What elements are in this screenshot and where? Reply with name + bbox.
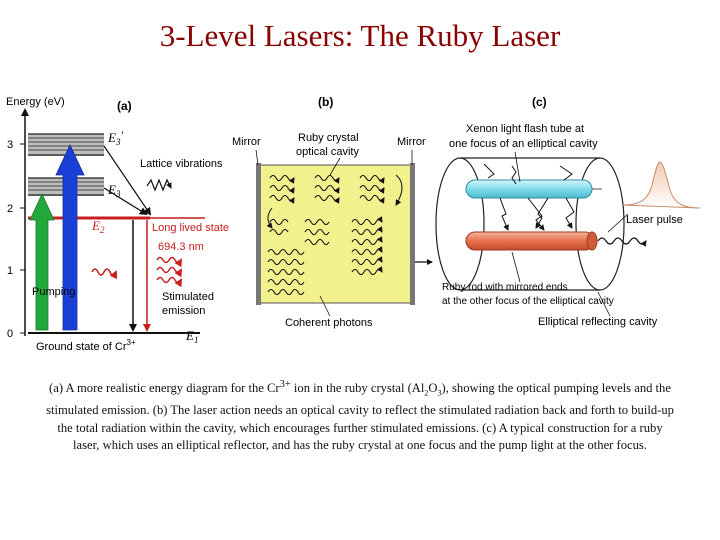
stimulated-label: Stimulated bbox=[162, 291, 214, 303]
lattice-wavy-line bbox=[146, 178, 172, 192]
figure-caption: (a) A more realistic energy diagram for … bbox=[46, 379, 674, 453]
xenon-tube-label-2: one focus of an elliptical cavity bbox=[449, 138, 598, 150]
relax-arrow-2 bbox=[103, 187, 148, 216]
pumping-label: Pumping bbox=[32, 286, 75, 298]
e3-label: E3 bbox=[107, 182, 121, 199]
ground-state-label: Ground state of Cr3+ bbox=[36, 338, 136, 353]
laser-output-wave bbox=[597, 237, 647, 247]
tick-label-0: 0 bbox=[7, 328, 13, 340]
elliptical-cavity-cylinder bbox=[435, 157, 625, 291]
incoming-photon-wave bbox=[91, 268, 117, 280]
slide-title: 3-Level Lasers: The Ruby Laser bbox=[159, 18, 561, 53]
ruby-rod-label-1: Ruby rod with mirrored ends bbox=[442, 282, 568, 293]
elliptical-cavity-label: Elliptical reflecting cavity bbox=[538, 316, 658, 328]
panel-b-label: (b) bbox=[318, 95, 333, 109]
laser-pulse-label: Laser pulse bbox=[626, 214, 683, 226]
right-mirror bbox=[410, 163, 415, 305]
panel-c-laser-construction: (c) Xenon light flash tube at one focus … bbox=[435, 95, 701, 328]
emission-label: emission bbox=[162, 305, 205, 317]
energy-axis-label: Energy (eV) bbox=[6, 96, 65, 108]
ruby-rod-label-2: at the other focus of the elliptical cav… bbox=[442, 296, 614, 307]
left-mirror bbox=[256, 163, 261, 305]
panel-b-optical-cavity: (b) Ruby crystal optical cavity Mirror M… bbox=[232, 95, 433, 329]
e3-prime-label: E3′ bbox=[107, 128, 123, 147]
green-pump-arrow bbox=[29, 193, 55, 331]
ruby-laser-figure: (a) Energy (eV) 3 2 1 0 bbox=[6, 95, 701, 353]
mirror-right-label: Mirror bbox=[397, 136, 426, 148]
coherent-photons-label: Coherent photons bbox=[285, 317, 373, 329]
tick-label-2: 2 bbox=[7, 203, 13, 215]
emitted-photon-waves bbox=[156, 256, 183, 288]
ruby-rod bbox=[465, 231, 598, 251]
xenon-tube-label-1: Xenon light flash tube at bbox=[466, 123, 584, 135]
tick-label-3: 3 bbox=[7, 139, 13, 151]
relax-arrow-1 bbox=[103, 145, 152, 216]
panel-a-label: (a) bbox=[117, 99, 132, 113]
pump-light-rays bbox=[483, 163, 575, 231]
mirror-left-label: Mirror bbox=[232, 136, 261, 148]
tick-label-1: 1 bbox=[7, 265, 13, 277]
xenon-flash-tube bbox=[465, 179, 602, 199]
cavity-photon-waves bbox=[267, 174, 385, 296]
long-lived-state-label: Long lived state bbox=[152, 222, 229, 234]
blue-pump-arrow bbox=[55, 144, 85, 331]
laser-pulse-shape bbox=[621, 161, 701, 209]
lattice-vibrations-label: Lattice vibrations bbox=[140, 158, 223, 170]
panel-a-energy-diagram: (a) Energy (eV) 3 2 1 0 bbox=[6, 96, 229, 353]
e3-prime-band bbox=[28, 133, 104, 156]
optical-cavity-label: optical cavity bbox=[296, 146, 359, 158]
e2-label: E2 bbox=[91, 218, 105, 235]
panel-c-label: (c) bbox=[532, 95, 547, 109]
wavelength-label: 694.3 nm bbox=[158, 241, 204, 253]
ruby-cavity-box bbox=[257, 164, 414, 304]
ruby-crystal-label: Ruby crystal bbox=[298, 132, 359, 144]
e1-label: E1 bbox=[185, 328, 198, 345]
